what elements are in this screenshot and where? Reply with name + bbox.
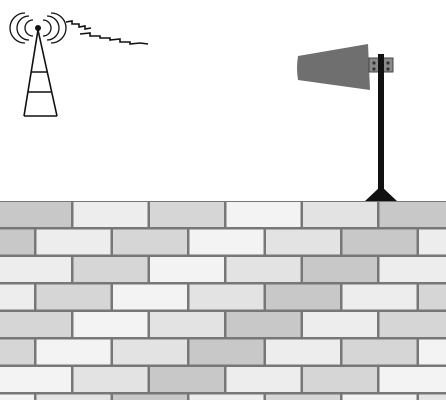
- brick: [113, 339, 187, 365]
- brick: [150, 367, 224, 392]
- cell-tower-icon: [9, 12, 67, 117]
- brick: [226, 202, 301, 227]
- brick: [0, 202, 71, 227]
- brick: [379, 202, 446, 227]
- brick: [113, 229, 187, 255]
- brick: [419, 394, 446, 400]
- brick: [36, 284, 111, 310]
- brick: [73, 257, 148, 282]
- brick: [419, 229, 446, 255]
- brick: [113, 394, 187, 400]
- antenna-pole: [378, 54, 384, 202]
- pole-base: [364, 186, 398, 202]
- brick: [0, 229, 34, 255]
- brick: [36, 339, 111, 365]
- brick: [266, 339, 340, 365]
- brick: [0, 284, 34, 310]
- brick: [73, 367, 148, 392]
- brick: [226, 257, 301, 282]
- brick: [266, 229, 340, 255]
- brick: [266, 284, 340, 310]
- brick: [189, 229, 264, 255]
- brick: [113, 284, 187, 310]
- brick: [303, 257, 377, 282]
- antenna-panel: [297, 44, 370, 90]
- brick: [419, 339, 446, 365]
- brick: [0, 257, 71, 282]
- brick: [73, 202, 148, 227]
- brick-wall-icon: [0, 201, 446, 400]
- radio-waves-icon: [9, 12, 67, 44]
- brick: [342, 394, 417, 400]
- brick: [36, 229, 111, 255]
- brick: [150, 257, 224, 282]
- brick: [342, 229, 417, 255]
- brick: [379, 257, 446, 282]
- brick: [0, 367, 71, 392]
- brick: [150, 312, 224, 337]
- brick: [36, 394, 111, 400]
- brick: [0, 339, 34, 365]
- brick: [226, 312, 301, 337]
- brick: [303, 367, 377, 392]
- brick: [189, 284, 264, 310]
- signal-lines: [65, 20, 149, 45]
- brick: [150, 202, 224, 227]
- directional-antenna-icon: [297, 44, 398, 202]
- brick: [303, 312, 377, 337]
- brick: [342, 339, 417, 365]
- brick: [419, 284, 446, 310]
- brick: [266, 394, 340, 400]
- brick: [0, 312, 71, 337]
- brick: [189, 394, 264, 400]
- brick: [379, 312, 446, 337]
- brick: [379, 367, 446, 392]
- brick: [189, 339, 264, 365]
- brick: [73, 312, 148, 337]
- brick: [342, 284, 417, 310]
- brick: [226, 367, 301, 392]
- brick: [0, 394, 34, 400]
- brick: [303, 202, 377, 227]
